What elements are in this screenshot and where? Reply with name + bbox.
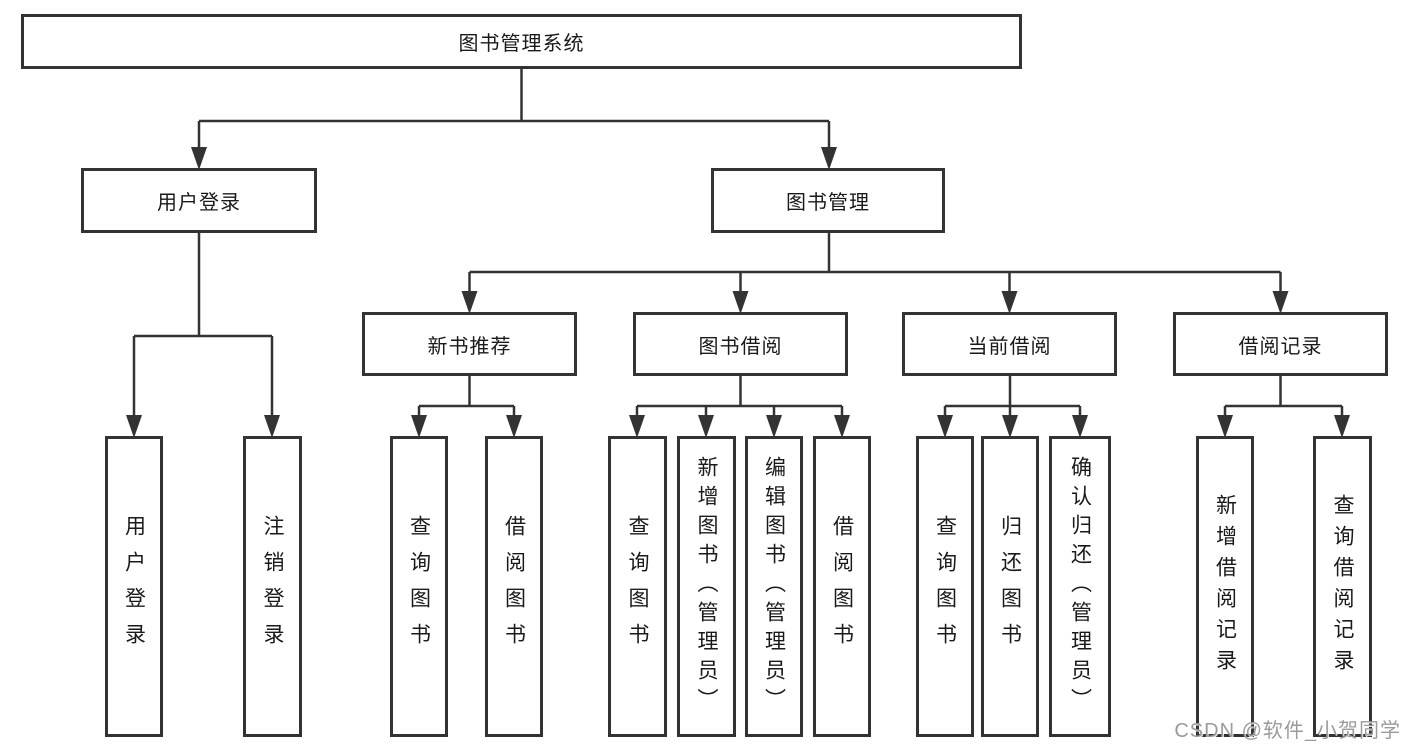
- leaf-add-borrow-record: 新增借阅记录: [1196, 436, 1254, 737]
- leaf-logout-label: 注销登录: [261, 514, 284, 659]
- leaf-query-borrow-record: 查询借阅记录: [1313, 436, 1372, 737]
- leaf-add-book-admin: 新增图书（管理员）: [677, 436, 736, 737]
- leaf-logout: 注销登录: [243, 436, 302, 737]
- node-library-system: 图书管理系统: [21, 14, 1022, 69]
- node-current-borrowing: 当前借阅: [902, 312, 1117, 376]
- leaf-edit-book-admin: 编辑图书（管理员）: [745, 436, 803, 737]
- leaf-confirm-return-admin-label: 确认归还（管理员）: [1068, 456, 1092, 717]
- leaf-query-books-recommend-label: 查询图书: [407, 514, 431, 659]
- node-book-borrowing: 图书借阅: [633, 312, 848, 376]
- leaf-query-books-recommend: 查询图书: [390, 436, 448, 737]
- leaf-edit-book-admin-label: 编辑图书（管理员）: [762, 456, 786, 717]
- arrowheads: [126, 147, 1350, 438]
- node-new-book-recommendation: 新书推荐: [362, 312, 577, 376]
- node-borrowing-records: 借阅记录: [1173, 312, 1388, 376]
- node-user-login-module: 用户登录: [81, 168, 317, 233]
- leaf-query-books-borrowing: 查询图书: [608, 436, 667, 737]
- leaf-user-login-label: 用户登录: [122, 514, 146, 659]
- leaf-query-books-current: 查询图书: [916, 436, 974, 737]
- leaf-borrow-books-borrowing-label: 借阅图书: [830, 514, 854, 659]
- leaf-user-login: 用户登录: [105, 436, 163, 737]
- leaf-borrow-books-recommend-label: 借阅图书: [502, 514, 526, 659]
- leaf-add-book-admin-label: 新增图书（管理员）: [695, 456, 718, 717]
- leaf-borrow-books-borrowing: 借阅图书: [813, 436, 871, 737]
- leaf-confirm-return-admin: 确认归还（管理员）: [1049, 436, 1111, 737]
- leaf-query-books-current-label: 查询图书: [933, 514, 957, 659]
- leaf-query-borrow-record-label: 查询借阅记录: [1331, 493, 1354, 680]
- leaf-query-books-borrowing-label: 查询图书: [626, 514, 649, 659]
- leaf-add-borrow-record-label: 新增借阅记录: [1213, 493, 1237, 680]
- node-book-management: 图书管理: [711, 168, 945, 233]
- csdn-watermark: CSDN @软件_小贺同学: [1174, 720, 1401, 742]
- leaf-return-book-label: 归还图书: [998, 514, 1022, 659]
- leaf-borrow-books-recommend: 借阅图书: [485, 436, 543, 737]
- leaf-return-book: 归还图书: [981, 436, 1039, 737]
